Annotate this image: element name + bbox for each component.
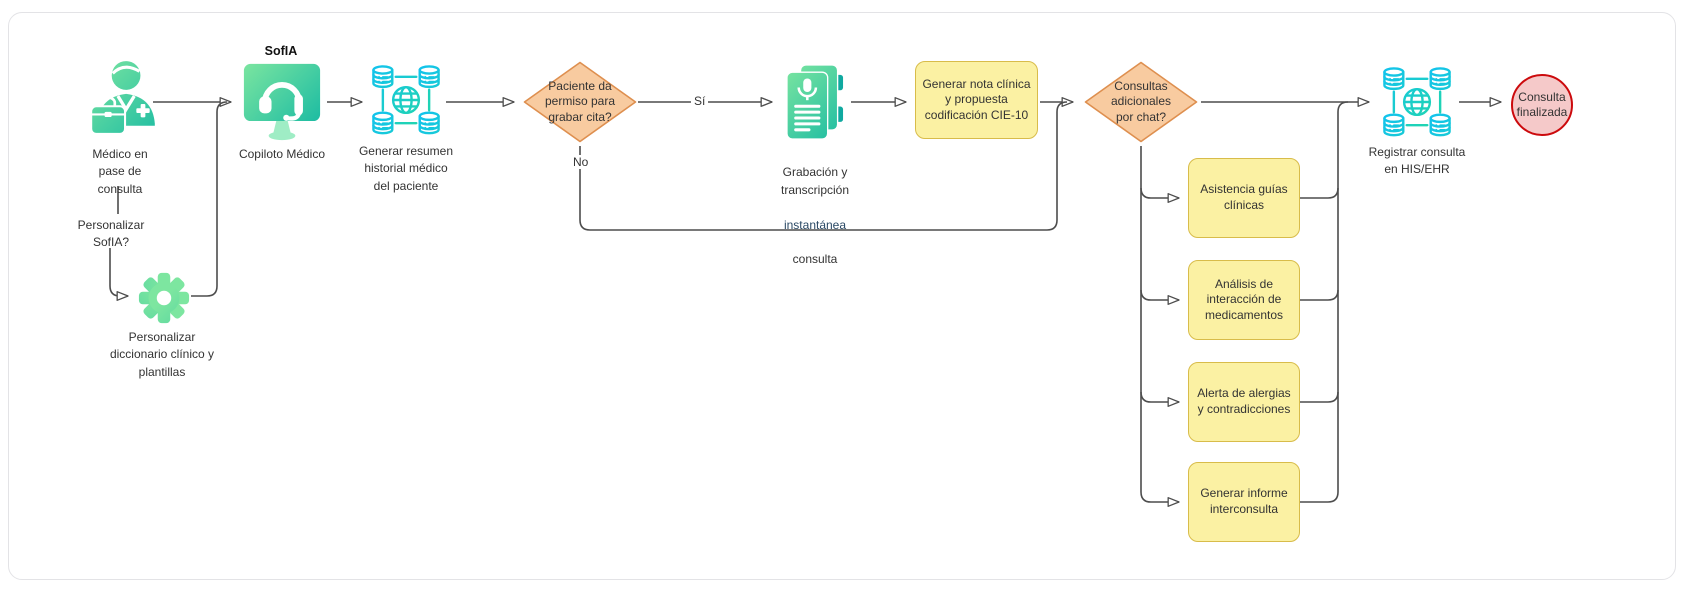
recording-transcript-icon — [786, 64, 844, 145]
grabacion-label-highlight: instantánea — [783, 217, 847, 232]
consulta-finalizada-terminator: Consulta finalizada — [1511, 74, 1573, 136]
gear-label: Personalizar diccionario clínico y plant… — [109, 330, 215, 379]
chat-option-box-interconsulta: Generar informe interconsulta — [1188, 462, 1300, 542]
gear-icon — [137, 271, 191, 330]
his-ehr-database-icon — [1381, 66, 1453, 143]
decision-consultas-text: Consultas adicionales por chat? — [1110, 78, 1172, 124]
doctor-label: Médico en pase de consulta — [92, 147, 148, 196]
grabacion-label: Grabación y transcripción instantánea co… — [755, 147, 875, 286]
doctor-icon — [90, 58, 156, 141]
no-edge-label: No — [570, 155, 592, 169]
grabacion-label-part1: Grabación y transcripción — [780, 165, 850, 197]
registrar-label: Registrar consulta en HIS/EHR — [1368, 145, 1466, 177]
nota-clinica-box: Generar nota clínica y propuesta codific… — [915, 61, 1038, 139]
resumen-label: Generar resumen historial médico del pac… — [358, 144, 454, 193]
copiloto-label: Copiloto Médico — [238, 147, 326, 161]
yes-edge-label: Sí — [691, 94, 709, 108]
chat-option-box-interaccion: Análisis de interacción de medicamentos — [1188, 260, 1300, 340]
decision-consultas-chat: Consultas adicionales por chat? — [1083, 60, 1199, 144]
grabacion-label-part2: consulta — [792, 252, 838, 267]
database-cluster-icon — [370, 64, 442, 141]
sofia-copilot-icon — [242, 62, 322, 147]
chat-option-box-guias: Asistencia guías clínicas — [1188, 158, 1300, 238]
decision-permiso-grabar: Paciente da permiso para grabar cita? — [522, 60, 638, 144]
sofia-title: SofIA — [264, 44, 298, 58]
chat-option-box-alergias: Alerta de alergias y contradicciones — [1188, 362, 1300, 442]
personalizar-question-label: Personalizar SofIA? — [77, 218, 145, 250]
decision-permiso-text: Paciente da permiso para grabar cita? — [544, 78, 616, 124]
